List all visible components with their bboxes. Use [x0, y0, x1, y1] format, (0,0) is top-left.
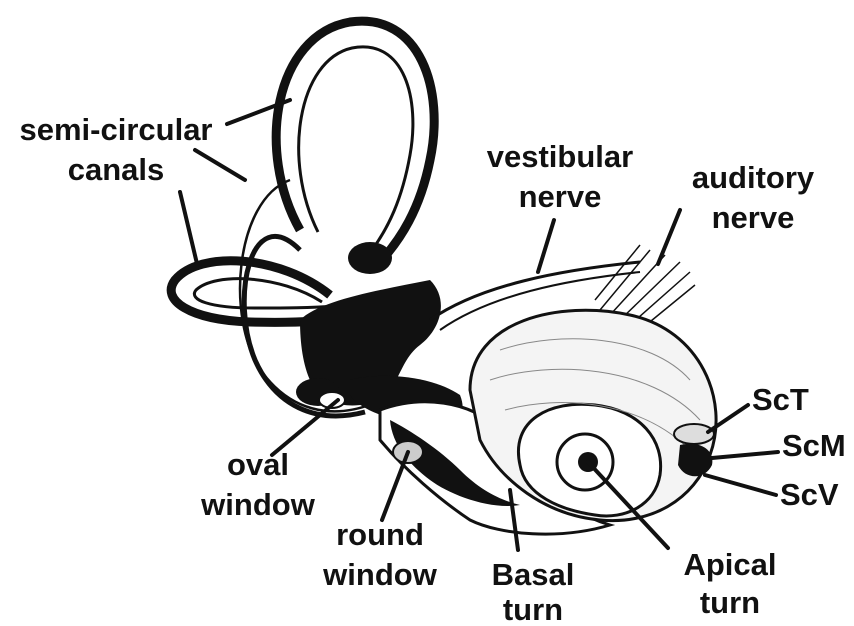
ampulla-superior: [348, 242, 392, 274]
label-scv: ScV: [780, 477, 839, 512]
leader-round: [382, 452, 408, 520]
label-oval-1: oval: [227, 447, 289, 482]
label-basal-2: turn: [503, 592, 563, 626]
label-vestibular-2: nerve: [519, 179, 602, 214]
superior-canal-inner: [299, 47, 413, 250]
label-basal-1: Basal: [492, 557, 575, 592]
label-auditory-1: auditory: [692, 160, 815, 195]
label-oval-2: window: [200, 487, 316, 522]
label-round-1: round: [336, 517, 424, 552]
label-apical-1: Apical: [683, 547, 776, 582]
label-semicircular-2: canals: [68, 152, 165, 187]
label-sct: ScT: [752, 382, 809, 417]
label-auditory-2: nerve: [712, 200, 795, 235]
leader-auditory: [658, 210, 680, 264]
label-round-2: window: [322, 557, 438, 592]
leader-vestibular: [538, 220, 554, 272]
leader-scv: [705, 475, 776, 495]
leader-scm: [712, 452, 778, 458]
label-apical-2: turn: [700, 585, 760, 620]
label-scm: ScM: [782, 428, 846, 463]
leader-semicircular-3: [180, 192, 198, 268]
labels: semi-circular canals vestibular nerve au…: [20, 112, 846, 626]
label-vestibular-1: vestibular: [487, 139, 633, 174]
label-semicircular-1: semi-circular: [20, 112, 213, 147]
leader-semicircular-2: [195, 150, 245, 180]
